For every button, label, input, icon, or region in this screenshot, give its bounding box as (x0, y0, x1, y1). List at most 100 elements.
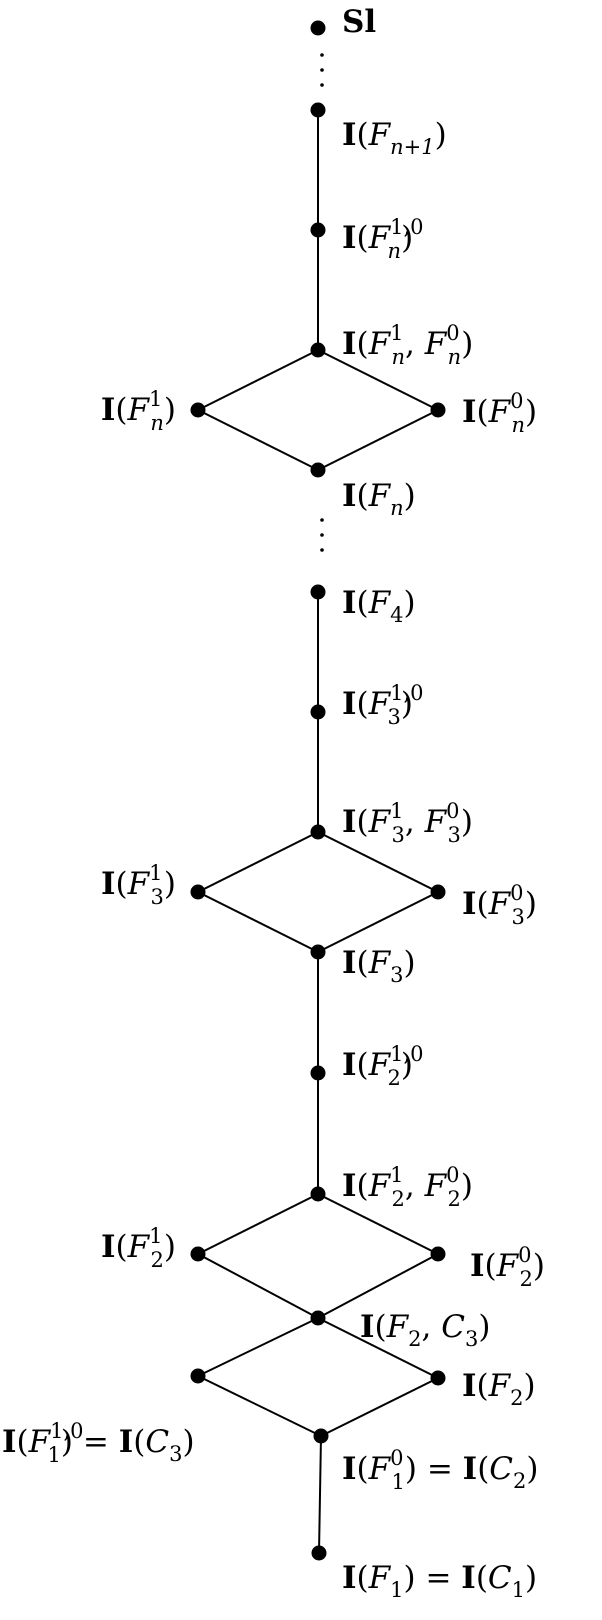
label-f3: I(F3) (342, 945, 416, 987)
label-part: ) (461, 326, 473, 362)
label-part: ) (164, 1229, 176, 1265)
label-part: 1,0 (390, 215, 423, 239)
edge-fn_1-fn (197, 409, 319, 471)
label-part: Sl (342, 4, 376, 40)
label-fn1: I(Fn+1) (342, 117, 447, 159)
label-part: 3 (169, 1442, 182, 1466)
lattice-nodes (190, 20, 446, 1561)
node-sl (310, 20, 326, 36)
label-part: ( (116, 866, 128, 902)
label-part: F (368, 1451, 392, 1487)
label-part: ( (357, 220, 369, 256)
label-part: n (448, 345, 462, 369)
edge-f110-f10 (197, 1375, 322, 1437)
node-f21f20 (310, 1186, 326, 1202)
label-part: F (424, 326, 448, 362)
label-part: F (368, 1047, 392, 1083)
node-fn (310, 462, 326, 478)
label-part: C (441, 1309, 465, 1345)
label-part: F (127, 1229, 151, 1265)
label-part: F (368, 117, 392, 153)
ellipsis-dot-between-sl-and-fn1-1 (320, 68, 324, 72)
label-part: I (342, 478, 357, 514)
label-part: 1,0 (50, 1419, 83, 1443)
node-f1 (311, 1545, 327, 1561)
label-part: ) (461, 804, 473, 840)
edge-fn1fn0-fn_1 (197, 349, 319, 411)
node-fn1fn0 (310, 342, 326, 358)
label-part: F (488, 886, 512, 922)
label-f1: I(F1) = I(C1) (342, 1560, 537, 1602)
label-part: 1 (390, 799, 403, 823)
label-part: F (368, 945, 392, 981)
label-part: F (127, 866, 151, 902)
label-part: ) (404, 945, 416, 981)
label-part: 2 (520, 1267, 533, 1291)
label-part: ( (357, 804, 369, 840)
label-part: 0 (446, 321, 459, 345)
label-part: 2 (448, 1187, 461, 1211)
label-part: F (126, 392, 150, 428)
label-part: n+1 (390, 135, 434, 159)
label-f4: I(F4) (342, 585, 416, 627)
label-part: I (462, 1368, 477, 1404)
label-part: 4 (390, 603, 403, 627)
vertical-ellipses (320, 53, 324, 552)
edge-f2c3-f2 (317, 1317, 439, 1379)
node-f210 (310, 1065, 326, 1081)
label-part: 2 (392, 1187, 405, 1211)
label-part: , (405, 804, 425, 840)
label-part: C (488, 1560, 512, 1596)
node-f4 (310, 584, 326, 600)
label-part: ) (182, 1424, 194, 1460)
label-part: ) (401, 1047, 413, 1083)
label-part: n (512, 413, 526, 437)
label-part: I (342, 220, 357, 256)
node-fn1 (310, 102, 326, 118)
label-part: F (368, 585, 392, 621)
label-part: ( (357, 945, 369, 981)
node-f3_0 (430, 884, 446, 900)
label-part: I (101, 866, 116, 902)
label-part: I (101, 392, 116, 428)
edge-f21f20-f2_0 (317, 1193, 439, 1255)
label-part: I (462, 394, 477, 430)
label-part: 2 (510, 1386, 523, 1410)
node-fn10 (310, 222, 326, 238)
label-part: ( (357, 326, 369, 362)
label-part: ) (533, 1248, 545, 1284)
label-part: 3 (448, 823, 461, 847)
label-part: 1 (390, 1578, 403, 1602)
label-part: ) (525, 886, 537, 922)
label-part: I (342, 686, 357, 722)
label-part: I (360, 1309, 375, 1345)
label-part: ) (478, 1309, 490, 1345)
label-part: I (2, 1424, 17, 1460)
label-part: 2 (408, 1327, 421, 1351)
label-part: I (342, 1560, 357, 1596)
node-f110 (190, 1368, 206, 1384)
label-part: I (461, 1560, 476, 1596)
ellipsis-dot-between-sl-and-fn1-0 (320, 53, 324, 57)
label-part: F (368, 1560, 392, 1596)
ellipsis-dot-between-fn-and-f4-2 (320, 548, 324, 552)
label-part: I (342, 585, 357, 621)
edge-fn_0-fn (317, 409, 439, 471)
ellipsis-dot-between-fn-and-f4-0 (320, 518, 324, 522)
label-part: I (470, 1248, 485, 1284)
label-part: 0 (446, 799, 459, 823)
label-part: n (390, 496, 404, 520)
edge-f3_1-f3 (197, 891, 319, 953)
label-part: ) = (405, 1451, 463, 1487)
label-part: ( (477, 1368, 489, 1404)
node-fn_0 (430, 402, 446, 418)
label-part: F (28, 1424, 52, 1460)
